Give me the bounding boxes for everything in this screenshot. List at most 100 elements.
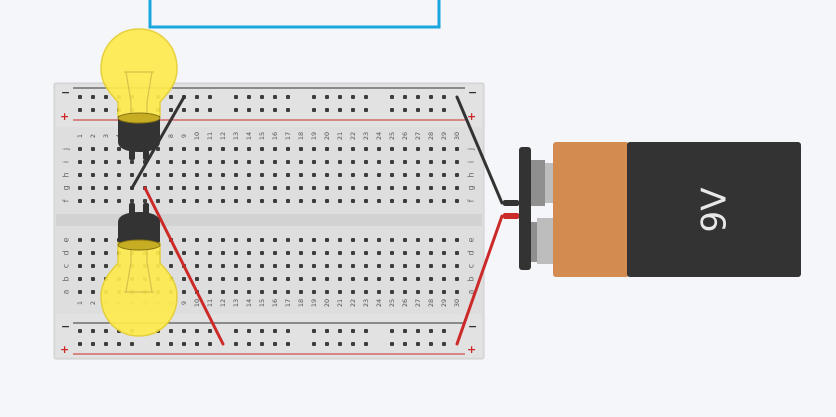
breadboard-hole[interactable] [91, 186, 95, 190]
breadboard-hole[interactable] [312, 238, 316, 242]
breadboard-hole[interactable] [208, 251, 212, 255]
breadboard-hole[interactable] [351, 108, 355, 112]
breadboard-hole[interactable] [442, 329, 446, 333]
breadboard-hole[interactable] [416, 199, 420, 203]
battery-terminal-positive[interactable] [531, 222, 537, 262]
breadboard-hole[interactable] [338, 264, 342, 268]
breadboard-hole[interactable] [364, 329, 368, 333]
breadboard-hole[interactable] [390, 342, 394, 346]
breadboard-hole[interactable] [416, 342, 420, 346]
breadboard-hole[interactable] [260, 290, 264, 294]
breadboard-hole[interactable] [286, 329, 290, 333]
breadboard-hole[interactable] [247, 199, 251, 203]
breadboard-hole[interactable] [442, 186, 446, 190]
breadboard-hole[interactable] [273, 160, 277, 164]
breadboard-hole[interactable] [338, 238, 342, 242]
breadboard-hole[interactable] [286, 277, 290, 281]
breadboard-hole[interactable] [390, 160, 394, 164]
breadboard-hole[interactable] [429, 342, 433, 346]
breadboard-hole[interactable] [169, 186, 173, 190]
breadboard-hole[interactable] [247, 342, 251, 346]
breadboard-hole[interactable] [286, 186, 290, 190]
breadboard-hole[interactable] [260, 95, 264, 99]
breadboard-hole[interactable] [455, 277, 459, 281]
breadboard-hole[interactable] [286, 95, 290, 99]
breadboard-hole[interactable] [273, 173, 277, 177]
breadboard-hole[interactable] [338, 277, 342, 281]
breadboard-hole[interactable] [403, 160, 407, 164]
breadboard-hole[interactable] [247, 251, 251, 255]
breadboard-hole[interactable] [208, 108, 212, 112]
breadboard-hole[interactable] [377, 160, 381, 164]
breadboard-hole[interactable] [442, 251, 446, 255]
breadboard-hole[interactable] [299, 251, 303, 255]
breadboard-hole[interactable] [260, 160, 264, 164]
breadboard-hole[interactable] [286, 147, 290, 151]
breadboard-hole[interactable] [390, 108, 394, 112]
breadboard-hole[interactable] [403, 238, 407, 242]
breadboard-hole[interactable] [156, 186, 160, 190]
breadboard-hole[interactable] [286, 108, 290, 112]
breadboard-hole[interactable] [91, 251, 95, 255]
breadboard-hole[interactable] [234, 290, 238, 294]
breadboard-hole[interactable] [403, 277, 407, 281]
breadboard-hole[interactable] [338, 329, 342, 333]
breadboard-hole[interactable] [91, 160, 95, 164]
breadboard-hole[interactable] [234, 199, 238, 203]
breadboard-hole[interactable] [104, 160, 108, 164]
breadboard-hole[interactable] [364, 147, 368, 151]
breadboard-hole[interactable] [338, 108, 342, 112]
breadboard-hole[interactable] [286, 173, 290, 177]
breadboard-hole[interactable] [156, 173, 160, 177]
breadboard-hole[interactable] [273, 264, 277, 268]
breadboard-hole[interactable] [247, 186, 251, 190]
breadboard-hole[interactable] [208, 173, 212, 177]
breadboard-hole[interactable] [429, 264, 433, 268]
breadboard-hole[interactable] [351, 264, 355, 268]
breadboard-hole[interactable] [338, 251, 342, 255]
breadboard-hole[interactable] [91, 95, 95, 99]
breadboard-hole[interactable] [234, 147, 238, 151]
breadboard-hole[interactable] [117, 199, 121, 203]
breadboard-hole[interactable] [364, 238, 368, 242]
breadboard-hole[interactable] [403, 147, 407, 151]
wire-red-left[interactable] [143, 186, 225, 346]
breadboard-hole[interactable] [208, 199, 212, 203]
breadboard-hole[interactable] [286, 342, 290, 346]
breadboard-hole[interactable] [182, 238, 186, 242]
breadboard-hole[interactable] [325, 277, 329, 281]
breadboard-hole[interactable] [390, 251, 394, 255]
breadboard-hole[interactable] [169, 160, 173, 164]
breadboard-hole[interactable] [325, 342, 329, 346]
breadboard-hole[interactable] [390, 173, 394, 177]
breadboard-hole[interactable] [312, 264, 316, 268]
breadboard-hole[interactable] [247, 238, 251, 242]
breadboard-hole[interactable] [455, 186, 459, 190]
breadboard-hole[interactable] [351, 238, 355, 242]
breadboard-hole[interactable] [247, 173, 251, 177]
breadboard-hole[interactable] [273, 199, 277, 203]
breadboard-hole[interactable] [195, 186, 199, 190]
breadboard-hole[interactable] [429, 277, 433, 281]
breadboard-hole[interactable] [117, 342, 121, 346]
breadboard-hole[interactable] [221, 277, 225, 281]
breadboard-hole[interactable] [156, 160, 160, 164]
breadboard-hole[interactable] [403, 342, 407, 346]
breadboard-hole[interactable] [195, 342, 199, 346]
breadboard-hole[interactable] [403, 108, 407, 112]
breadboard-hole[interactable] [104, 199, 108, 203]
breadboard-hole[interactable] [403, 264, 407, 268]
breadboard-hole[interactable] [104, 264, 108, 268]
breadboard-hole[interactable] [182, 186, 186, 190]
breadboard-hole[interactable] [325, 329, 329, 333]
breadboard-hole[interactable] [429, 238, 433, 242]
breadboard-hole[interactable] [403, 199, 407, 203]
breadboard-hole[interactable] [325, 147, 329, 151]
breadboard-hole[interactable] [416, 173, 420, 177]
breadboard-hole[interactable] [325, 160, 329, 164]
breadboard-hole[interactable] [208, 238, 212, 242]
breadboard-hole[interactable] [325, 199, 329, 203]
breadboard-hole[interactable] [455, 173, 459, 177]
breadboard-hole[interactable] [377, 251, 381, 255]
breadboard-hole[interactable] [78, 251, 82, 255]
